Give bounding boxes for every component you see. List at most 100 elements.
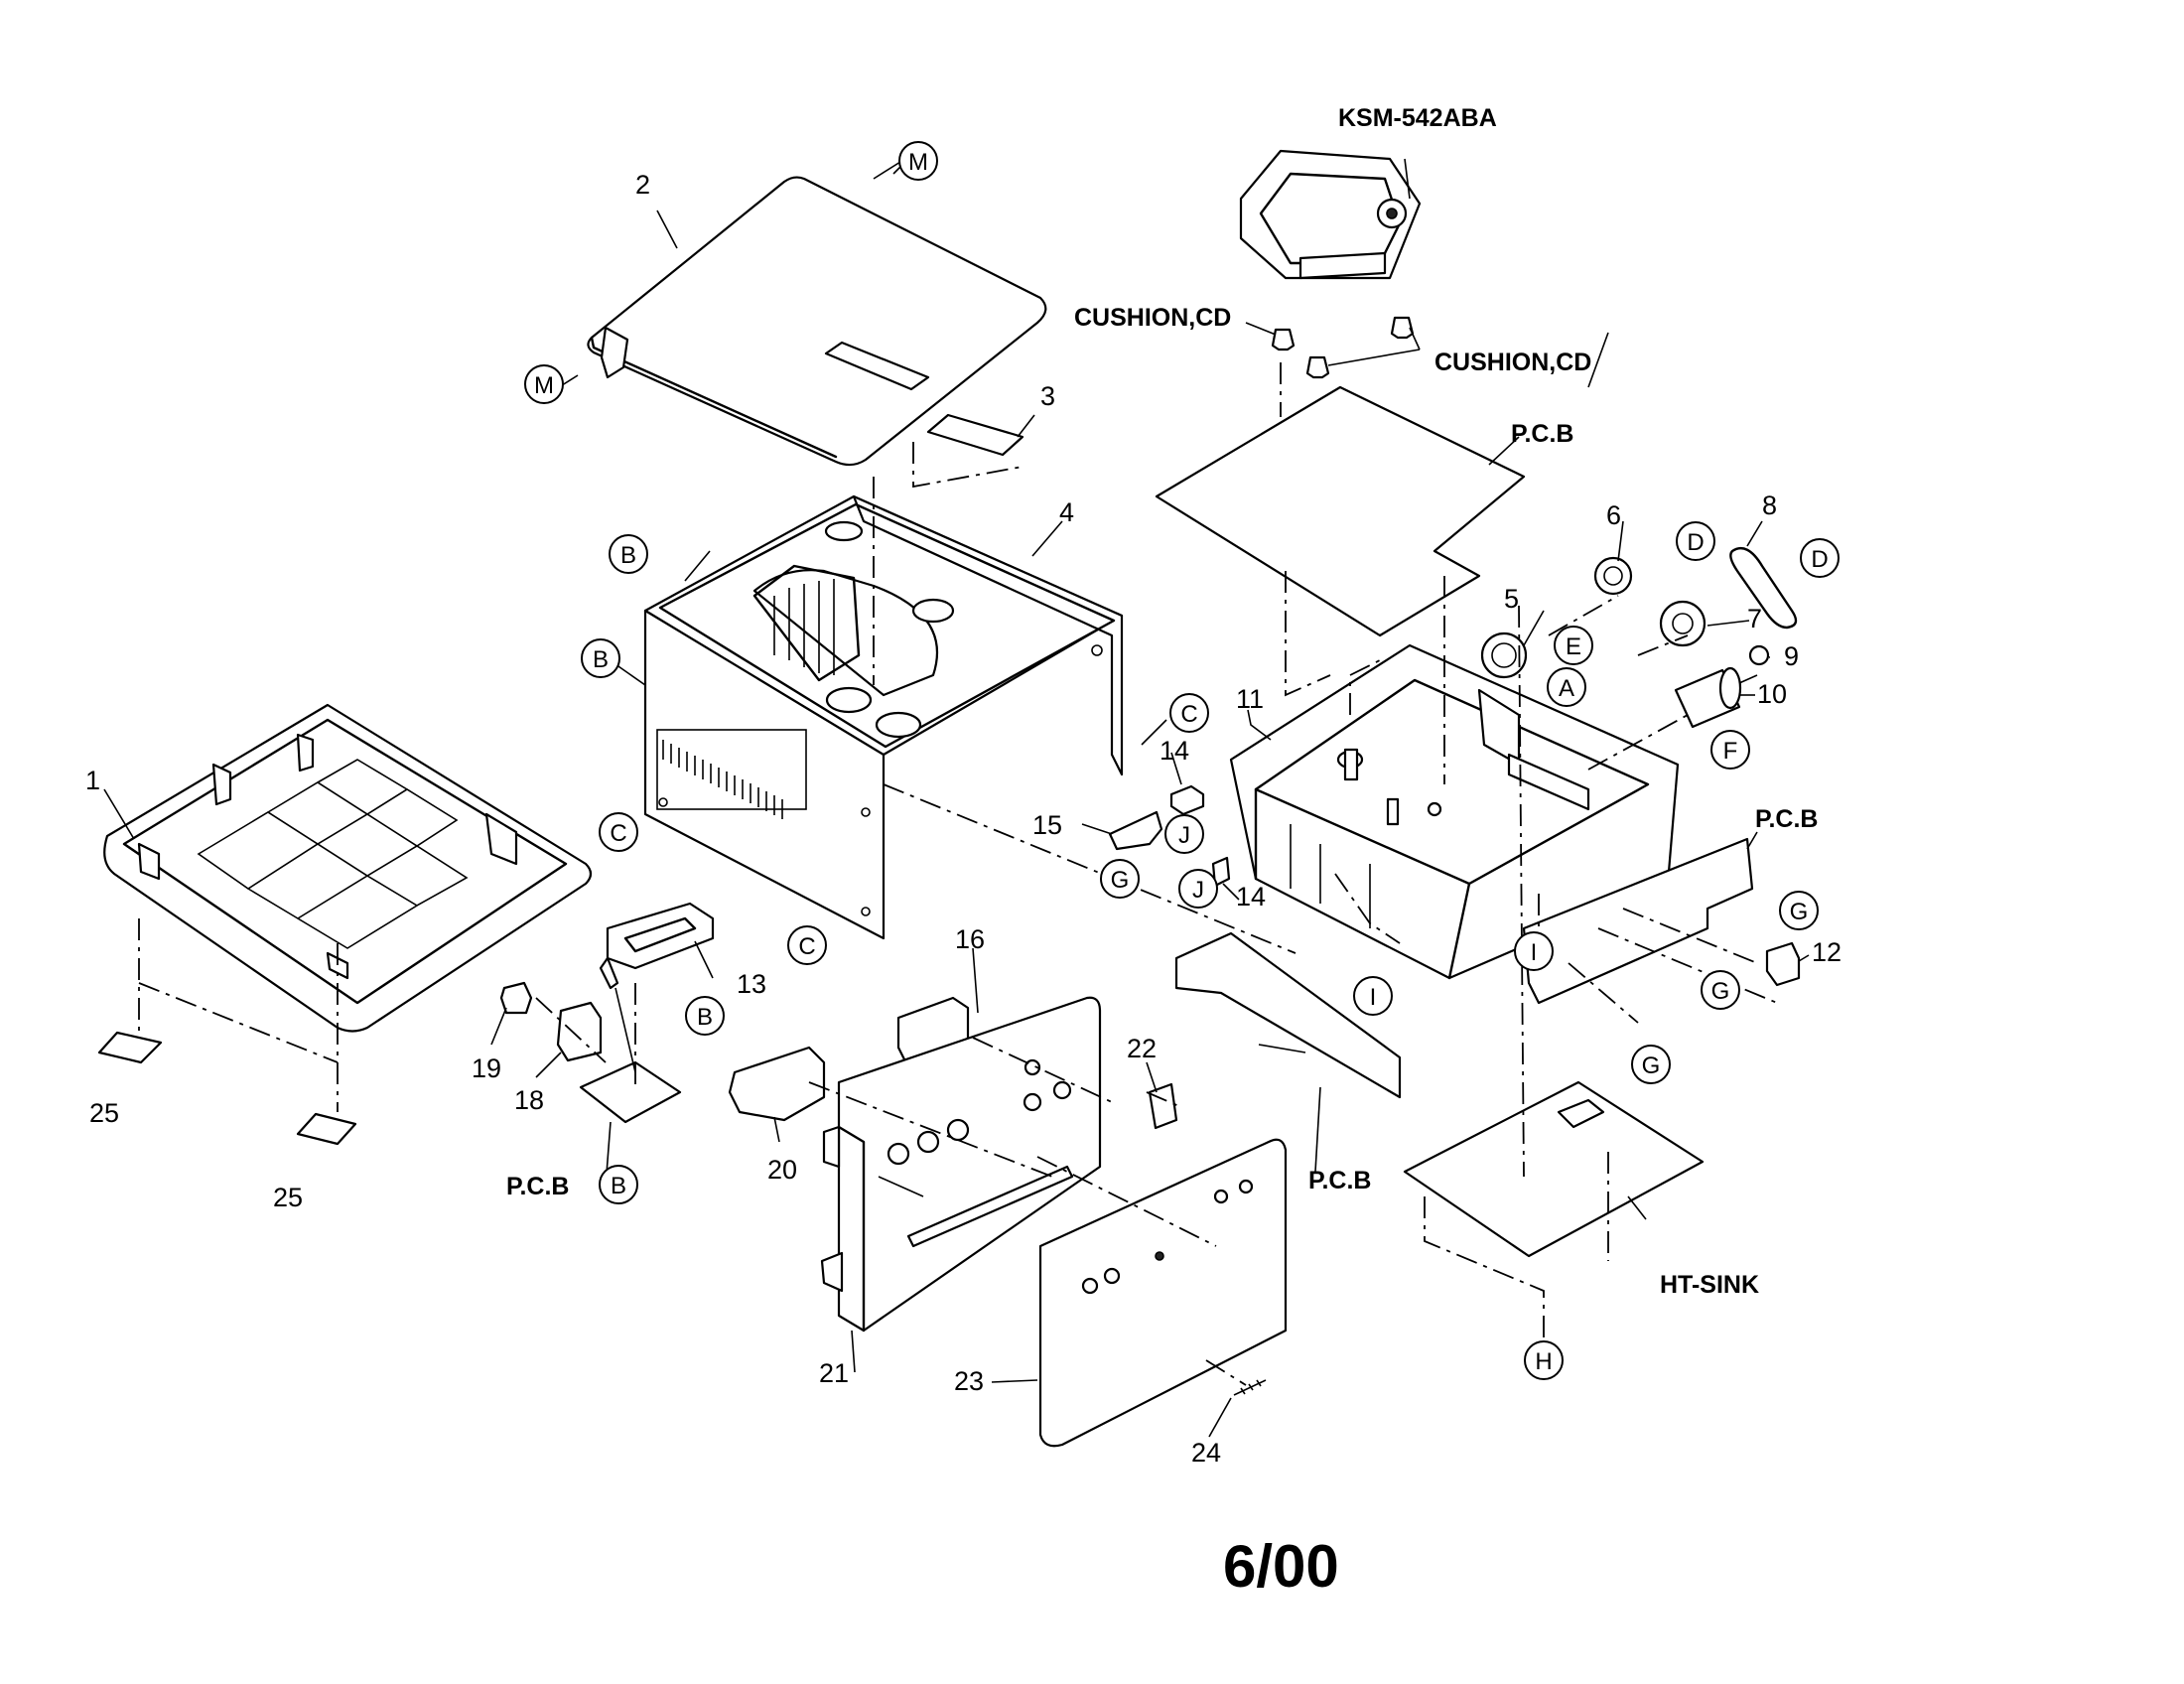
part-14-clip-upper [1169,784,1205,816]
part-number-16: 16 [955,924,985,954]
svg-text:G: G [1711,978,1730,1005]
part-number-13: 13 [737,969,766,999]
svg-text:M: M [534,372,554,399]
part-number-22: 22 [1127,1034,1157,1063]
callout-f: F [1710,730,1750,770]
svg-text:B: B [697,1004,713,1031]
callout-g-bracket: G [1100,859,1140,899]
part-center-pcb [1174,931,1402,1099]
callout-b-pcb: B [599,1165,638,1204]
part-number-10: 10 [1757,679,1787,709]
part-top-lid [587,176,1047,467]
callout-g-lower-right: G [1631,1045,1671,1084]
part-number-15: 15 [1032,810,1062,840]
callout-b-switch: B [685,996,725,1036]
callout-c-right: C [1169,693,1209,733]
part-number-6: 6 [1606,500,1621,530]
part-number-24: 24 [1191,1438,1221,1468]
svg-text:I: I [1370,984,1377,1011]
part-number-9: 9 [1784,641,1799,671]
svg-text:M: M [908,149,928,176]
part-small-pcb [579,1060,682,1124]
svg-text:C: C [610,820,626,847]
part-number-12: 12 [1812,937,1842,967]
part-top-pcb [1155,385,1526,637]
label-pcb-top: P.C.B [1511,420,1573,448]
callout-g-upper-right: G [1779,891,1819,930]
part-20-bracket [728,1046,826,1122]
svg-text:E: E [1566,633,1581,660]
part-15-bracket [1108,810,1163,851]
svg-text:G: G [1790,899,1809,925]
part-cabinet [643,494,1124,940]
label-cushion-cd-left: CUSHION,CD [1074,304,1231,332]
svg-text:F: F [1723,738,1738,765]
svg-text:J: J [1178,822,1190,849]
label-pcb-center: P.C.B [1308,1167,1371,1194]
part-9-pulley [1748,644,1770,666]
part-gear-7 [1659,600,1706,647]
svg-text:G: G [1111,867,1130,894]
label-cushion-cd-right: CUSHION,CD [1434,349,1591,376]
name-labels: KSM-542ABA CUSHION,CD CUSHION,CD P.C.B P… [506,104,1818,1299]
svg-text:D: D [1687,529,1704,556]
part-cushions [1271,316,1415,379]
part-belt-8 [1729,546,1798,630]
callout-c-left: C [599,812,638,852]
part-number-25-right: 25 [273,1183,303,1212]
part-number-25-left: 25 [89,1098,119,1128]
part-number-14-upper: 14 [1160,736,1189,766]
part-gear-6 [1593,556,1633,596]
part-number-7: 7 [1747,604,1762,633]
part-24-screw [1233,1379,1267,1396]
part-base-tray [103,703,593,1033]
part-motor-10 [1674,666,1758,729]
part-number-14-lower: 14 [1236,882,1266,912]
callout-b-upper: B [609,534,648,574]
part-number-3: 3 [1040,381,1055,411]
label-pcb-right: P.C.B [1755,805,1818,833]
svg-text:B: B [593,646,609,673]
callout-h: H [1524,1340,1564,1380]
assembly-lines [138,362,1778,1386]
part-12-connector [1765,941,1801,987]
callout-j-upper: J [1164,814,1204,854]
part-number-20: 20 [767,1155,797,1185]
callout-b-left: B [581,638,620,678]
part-switch-cover [599,902,715,990]
label-pickup-ksm-542aba: KSM-542ABA [1338,104,1497,132]
callout-d-belt: D [1800,538,1840,578]
callout-circles: M M B B B B C C C D D E A F J J G G G G … [524,141,1840,1380]
part-19-knob [499,981,533,1015]
part-number-4: 4 [1059,497,1074,527]
callout-m-top: M [898,141,938,181]
part-number-23: 23 [954,1366,984,1396]
label-heat-sink: HT-SINK [1660,1271,1759,1299]
part-number-19: 19 [472,1053,501,1083]
part-number-21: 21 [819,1358,849,1388]
callout-i-left: I [1353,976,1393,1016]
part-front-panel [820,996,1102,1333]
part-label-sticker [926,413,1024,457]
part-number-2: 2 [635,170,650,200]
svg-text:C: C [798,933,815,960]
callout-a: A [1547,667,1586,707]
part-number-1: 1 [85,766,100,795]
part-number-labels: 1 2 3 4 5 6 7 8 9 10 11 12 13 14 14 15 1… [85,170,1842,1468]
svg-text:B: B [620,542,636,569]
label-pcb-bottom-left: P.C.B [506,1173,569,1200]
part-number-18: 18 [514,1085,544,1115]
svg-text:I: I [1531,939,1538,966]
part-number-5: 5 [1504,584,1519,614]
part-number-8: 8 [1762,491,1777,520]
callout-e: E [1554,626,1593,665]
svg-text:G: G [1642,1052,1661,1079]
part-number-11: 11 [1236,684,1264,714]
callout-j-lower: J [1178,869,1218,909]
svg-text:C: C [1180,701,1197,728]
svg-text:H: H [1535,1348,1552,1375]
callout-i-right: I [1514,931,1554,971]
callout-g-middle-right: G [1701,970,1740,1010]
part-foot-right [296,1112,357,1146]
